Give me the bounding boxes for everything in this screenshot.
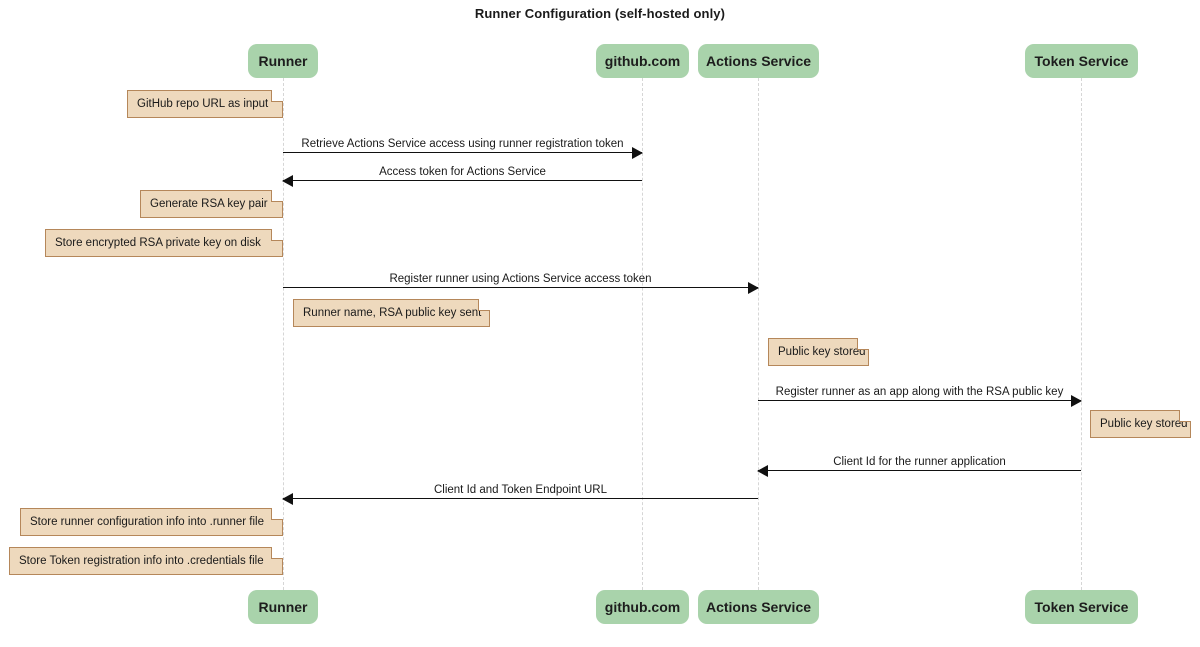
msg-client-id-endpoint-label: Client Id and Token Endpoint URL [433,484,608,496]
msg-register-app-label: Register runner as an app along with the… [775,386,1064,398]
lifeline-actions [758,78,759,590]
note-public-key-token-label: Public key stored [1100,418,1188,430]
participant-actions-bottom[interactable]: Actions Service [698,590,819,624]
msg-client-id-line [758,470,1081,471]
note-public-key-token[interactable]: Public key stored [1090,410,1191,438]
msg-register-app-arrowhead-icon [1071,394,1082,407]
participant-github-bottom[interactable]: github.com [596,590,689,624]
note-runner-name-key-label: Runner name, RSA public key sent [303,307,482,319]
lifeline-runner [283,78,284,590]
participant-github-top[interactable]: github.com [596,44,689,78]
msg-client-id-label: Client Id for the runner application [833,456,1006,468]
note-generate-rsa[interactable]: Generate RSA key pair [140,190,283,218]
note-store-private-key-label: Store encrypted RSA private key on disk [55,237,261,249]
msg-client-id-arrowhead-icon [757,464,768,477]
note-fold-corner-icon [271,190,283,202]
note-public-key-actions[interactable]: Public key stored [768,338,869,366]
participant-token-bottom[interactable]: Token Service [1025,590,1138,624]
note-store-private-key[interactable]: Store encrypted RSA private key on disk [45,229,283,257]
note-store-credentials-file-label: Store Token registration info into .cred… [19,555,264,567]
note-fold-corner-icon [1179,410,1191,422]
msg-register-runner-label: Register runner using Actions Service ac… [389,273,652,285]
note-fold-corner-icon [271,508,283,520]
note-fold-corner-icon [478,299,490,311]
participant-actions-top[interactable]: Actions Service [698,44,819,78]
note-generate-rsa-label: Generate RSA key pair [150,198,268,210]
note-fold-corner-icon [271,547,283,559]
note-fold-corner-icon [271,90,283,102]
participant-runner-top[interactable]: Runner [248,44,318,78]
note-runner-name-key[interactable]: Runner name, RSA public key sent [293,299,490,327]
msg-retrieve-actions-access[interactable]: Retrieve Actions Service access using ru… [283,127,643,159]
note-store-runner-file[interactable]: Store runner configuration info into .ru… [20,508,283,536]
lifeline-token [1081,78,1082,590]
note-store-credentials-file[interactable]: Store Token registration info into .cred… [9,547,283,575]
msg-client-id-endpoint-arrowhead-icon [282,492,293,505]
msg-register-runner-arrowhead-icon [748,281,759,294]
msg-access-token-label: Access token for Actions Service [379,166,546,178]
note-store-runner-file-label: Store runner configuration info into .ru… [30,516,264,528]
msg-register-app[interactable]: Register runner as an app along with the… [758,375,1082,407]
msg-access-token[interactable]: Access token for Actions Service [282,155,642,187]
participant-token-top[interactable]: Token Service [1025,44,1138,78]
lifeline-github [642,78,643,590]
msg-retrieve-actions-access-line [283,152,642,153]
msg-register-app-line [758,400,1081,401]
participant-runner-bottom[interactable]: Runner [248,590,318,624]
msg-retrieve-actions-access-arrowhead-icon [632,146,643,159]
msg-client-id-endpoint-line [283,498,758,499]
msg-client-id-endpoint[interactable]: Client Id and Token Endpoint URL [282,473,758,505]
page-title: Runner Configuration (self-hosted only) [474,6,726,21]
msg-client-id[interactable]: Client Id for the runner application [757,445,1081,477]
note-repo-url[interactable]: GitHub repo URL as input [127,90,283,118]
msg-register-runner-line [283,287,758,288]
msg-retrieve-actions-access-label: Retrieve Actions Service access using ru… [301,138,624,150]
msg-access-token-arrowhead-icon [282,174,293,187]
msg-access-token-line [283,180,642,181]
note-public-key-actions-label: Public key stored [778,346,866,358]
note-fold-corner-icon [271,229,283,241]
note-repo-url-label: GitHub repo URL as input [137,98,269,110]
msg-register-runner[interactable]: Register runner using Actions Service ac… [283,262,759,294]
note-fold-corner-icon [857,338,869,350]
